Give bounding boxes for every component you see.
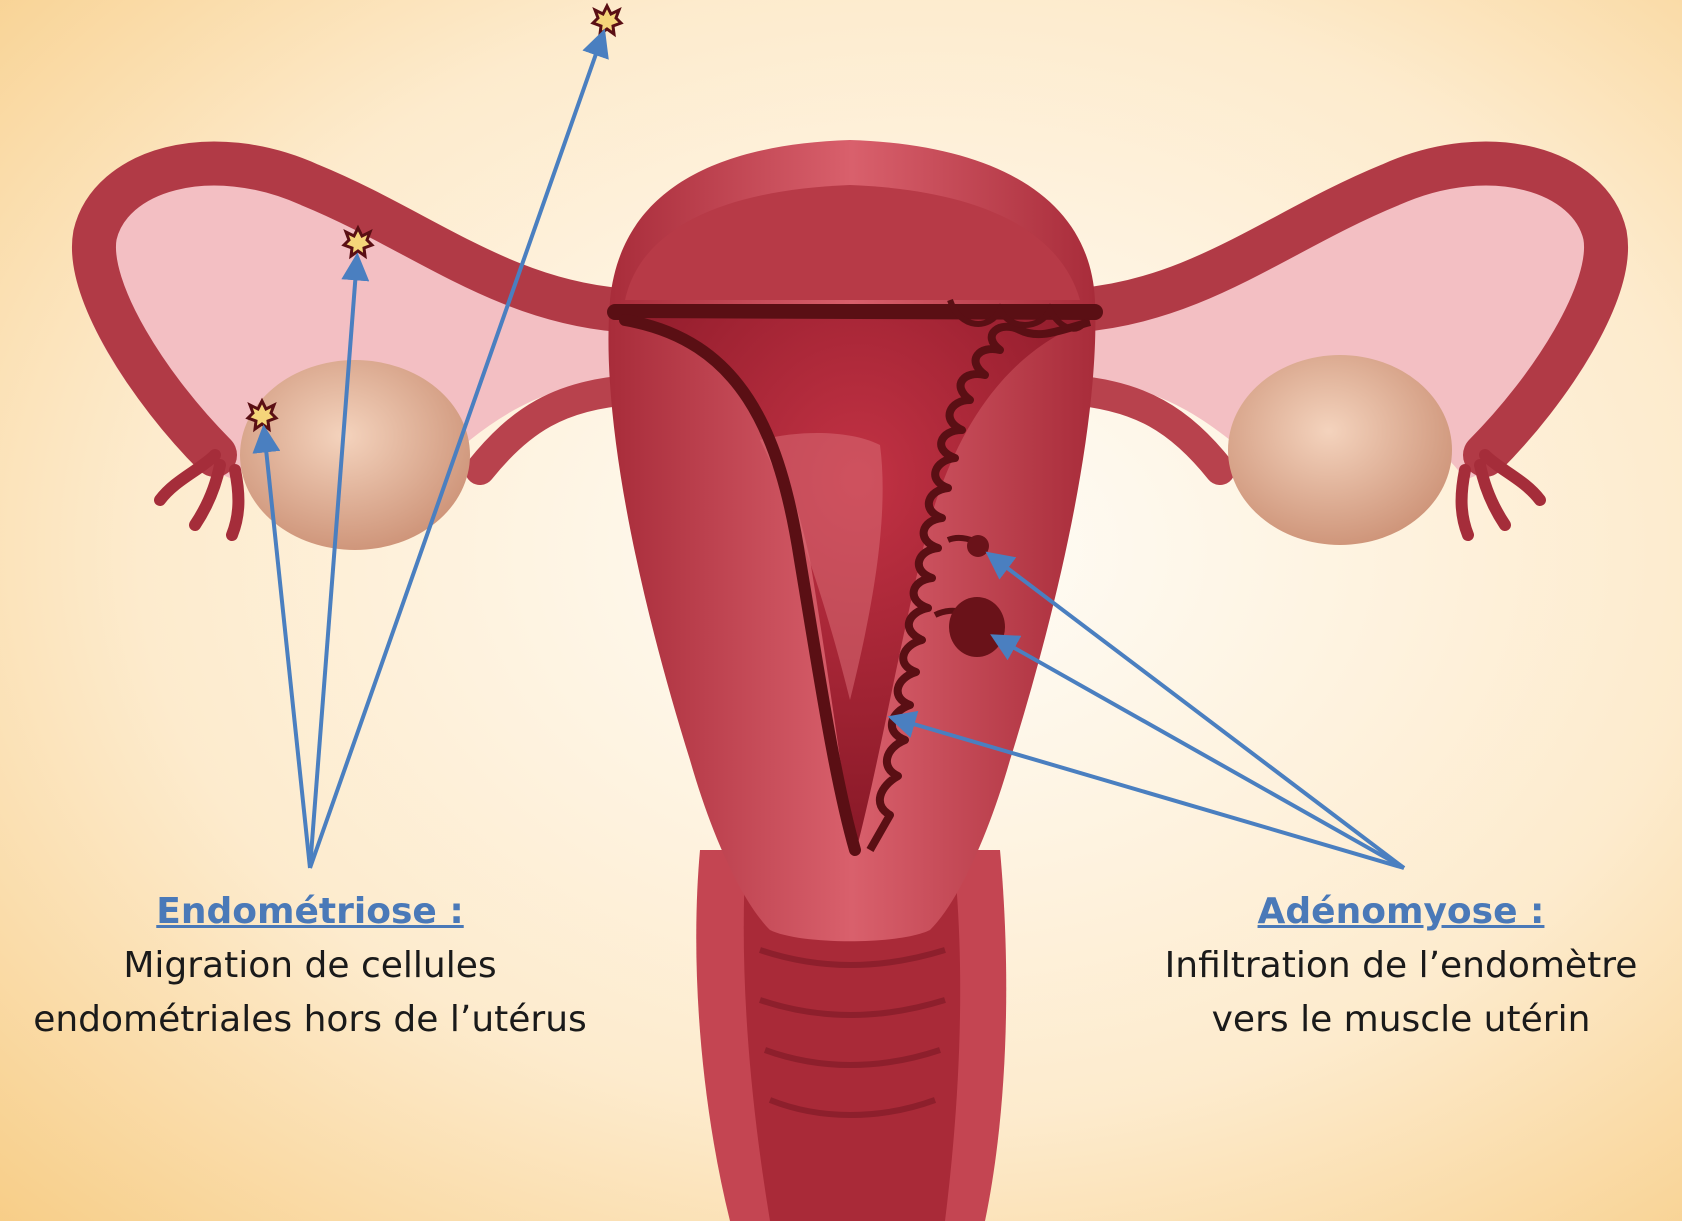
adenomyosis-title: Adénomyose : bbox=[1120, 885, 1682, 939]
endometriosis-title: Endométriose : bbox=[0, 885, 620, 939]
adenomyosis-lesion-large bbox=[949, 597, 1005, 657]
right-ovary bbox=[1228, 355, 1452, 545]
adenomyosis-line-1: Infiltration de l’endomètre bbox=[1120, 939, 1682, 993]
endometriosis-caption: Endométriose : Migration de cellules end… bbox=[0, 885, 620, 1047]
endometriosis-line-2: endométriales hors de l’utérus bbox=[0, 993, 620, 1047]
adenomyosis-line-2: vers le muscle utérin bbox=[1120, 993, 1682, 1047]
adenomyosis-lesion-small bbox=[967, 535, 989, 557]
adenomyosis-caption: Adénomyose : Infiltration de l’endomètre… bbox=[1120, 885, 1682, 1047]
endometriosis-line-1: Migration de cellules bbox=[0, 939, 620, 993]
